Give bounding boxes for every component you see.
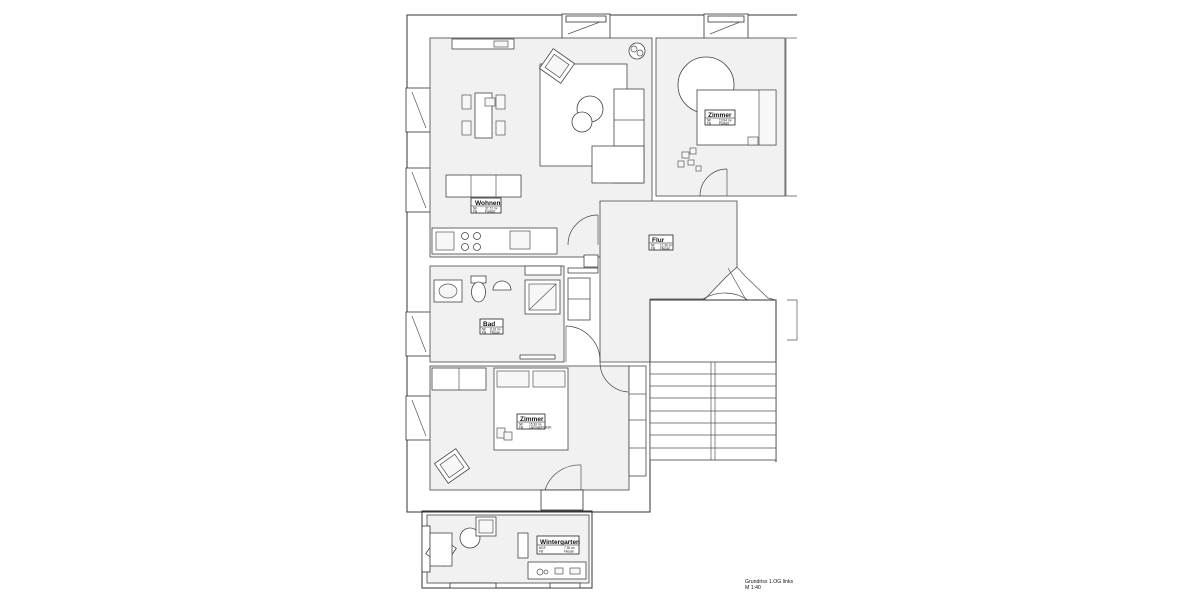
windows [405,13,749,441]
room-floor-label-flur: FB [651,247,655,251]
room-area-label-flur: NF [651,244,655,248]
room-floor-zimmer-sued: Laminat/Parkett [529,426,551,430]
room-label-zimmer-sued: Zimmer [520,416,544,423]
room-zimmer-sued: Zimmer NF 15,36 m² FB Laminat/Parkett [429,361,647,511]
room-floor-label-wohnen: FB [473,210,477,214]
room-wintergarten: Wintergarten NGF 7,35 m² FB Fliesen [421,510,593,589]
room-floor-label-zimmer-sued: FB [519,426,523,430]
plan-title: Grundriss 1.OG links [745,579,794,585]
room-area-label-zimmer-sued: NF [519,423,523,427]
room-floor-zimmer-nordost: Parkett [719,122,729,126]
room-bad: Bad NF 8,16 m² FB Fliesen [429,265,601,363]
room-area-label-wohnen: NF [473,207,477,211]
room-label-wohnen: Wohnen [475,200,501,207]
room-area-flur: 11,36 m² [660,244,672,248]
room-flur: Flur NF 11,36 m² FB Fliesen [567,200,749,363]
room-area-label-bad: NF [482,328,486,332]
room-area-wintergarten: 7,35 m² [564,546,575,550]
room-label-flur: Flur [652,237,665,244]
plan-scale: M 1:40 [745,585,761,591]
room-floor-label-zimmer-nordost: FB [707,122,711,126]
room-floor-wintergarten: Fliesen [564,550,575,554]
room-area-zimmer-sued: 15,36 m² [529,423,542,427]
room-floor-wohnen: Parkett [485,210,495,214]
room-label-bad: Bad [483,321,495,328]
room-label-wintergarten: Wintergarten [540,539,580,546]
room-label-zimmer-nordost: Zimmer [708,112,732,119]
room-area-label-zimmer-nordost: NF [707,119,711,123]
room-floor-label-wintergarten: FB [539,550,543,554]
room-floor-bad: Fliesen [490,331,501,335]
room-area-zimmer-nordost: 13,94 m² [719,119,732,123]
room-zimmer-nordost: Zimmer NF 13,94 m² FB Parkett [655,37,786,197]
room-area-wohnen: 37,72 m² [485,207,498,211]
stairwell [649,266,777,512]
room-area-label-wintergarten: NGF [539,546,546,550]
room-area-bad: 8,16 m² [490,328,501,332]
plan-caption: Grundriss 1.OG links M 1:40 [745,579,794,591]
room-floor-label-bad: FB [482,331,486,335]
room-floor-flur: Fliesen [660,247,671,251]
room-wohnen: Wohnen NF 37,72 m² FB Parkett [429,37,653,258]
